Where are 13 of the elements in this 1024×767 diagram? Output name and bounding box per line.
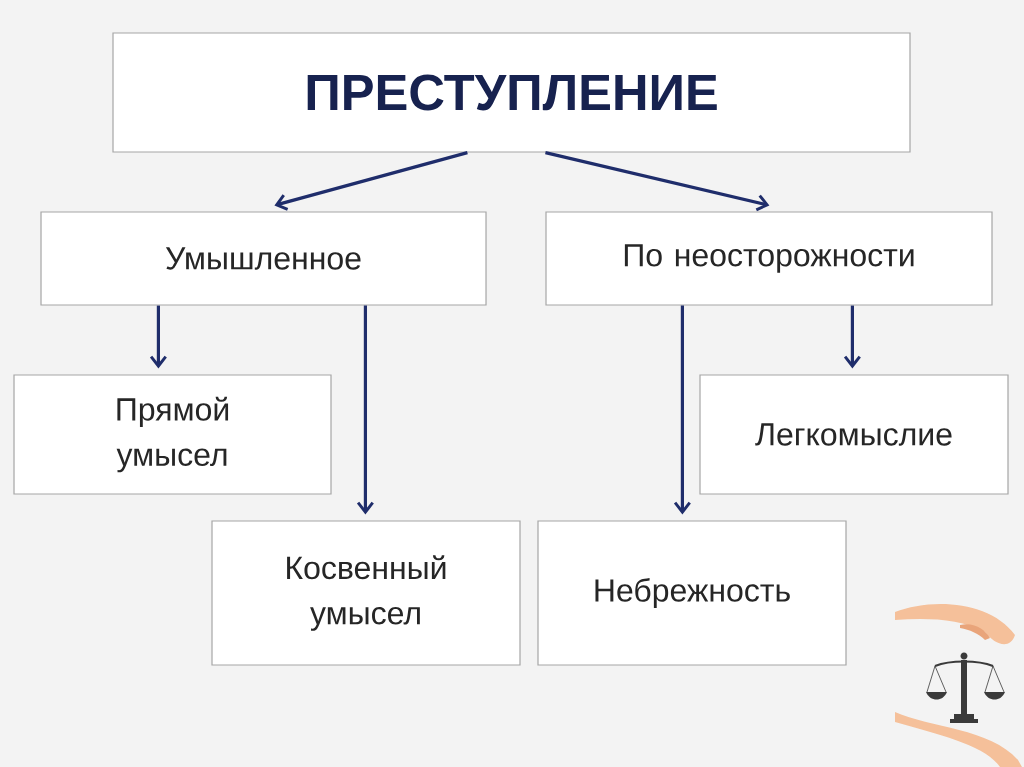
arrow — [545, 151, 770, 212]
arrow — [274, 151, 468, 211]
category-box: Умышленное — [40, 211, 487, 306]
category-box: По неосторожности — [545, 211, 993, 306]
category-box: Небрежность — [537, 520, 847, 666]
arrow — [149, 305, 167, 369]
arrow — [843, 305, 861, 369]
category-box: Легкомыслие — [699, 374, 1009, 495]
title-box: ПРЕСТУПЛЕНИЕ — [112, 32, 911, 153]
category-box: Прямой умысел — [13, 374, 332, 495]
arrow — [356, 305, 374, 515]
category-box: Косвенный умысел — [211, 520, 521, 666]
arrow — [673, 305, 691, 515]
